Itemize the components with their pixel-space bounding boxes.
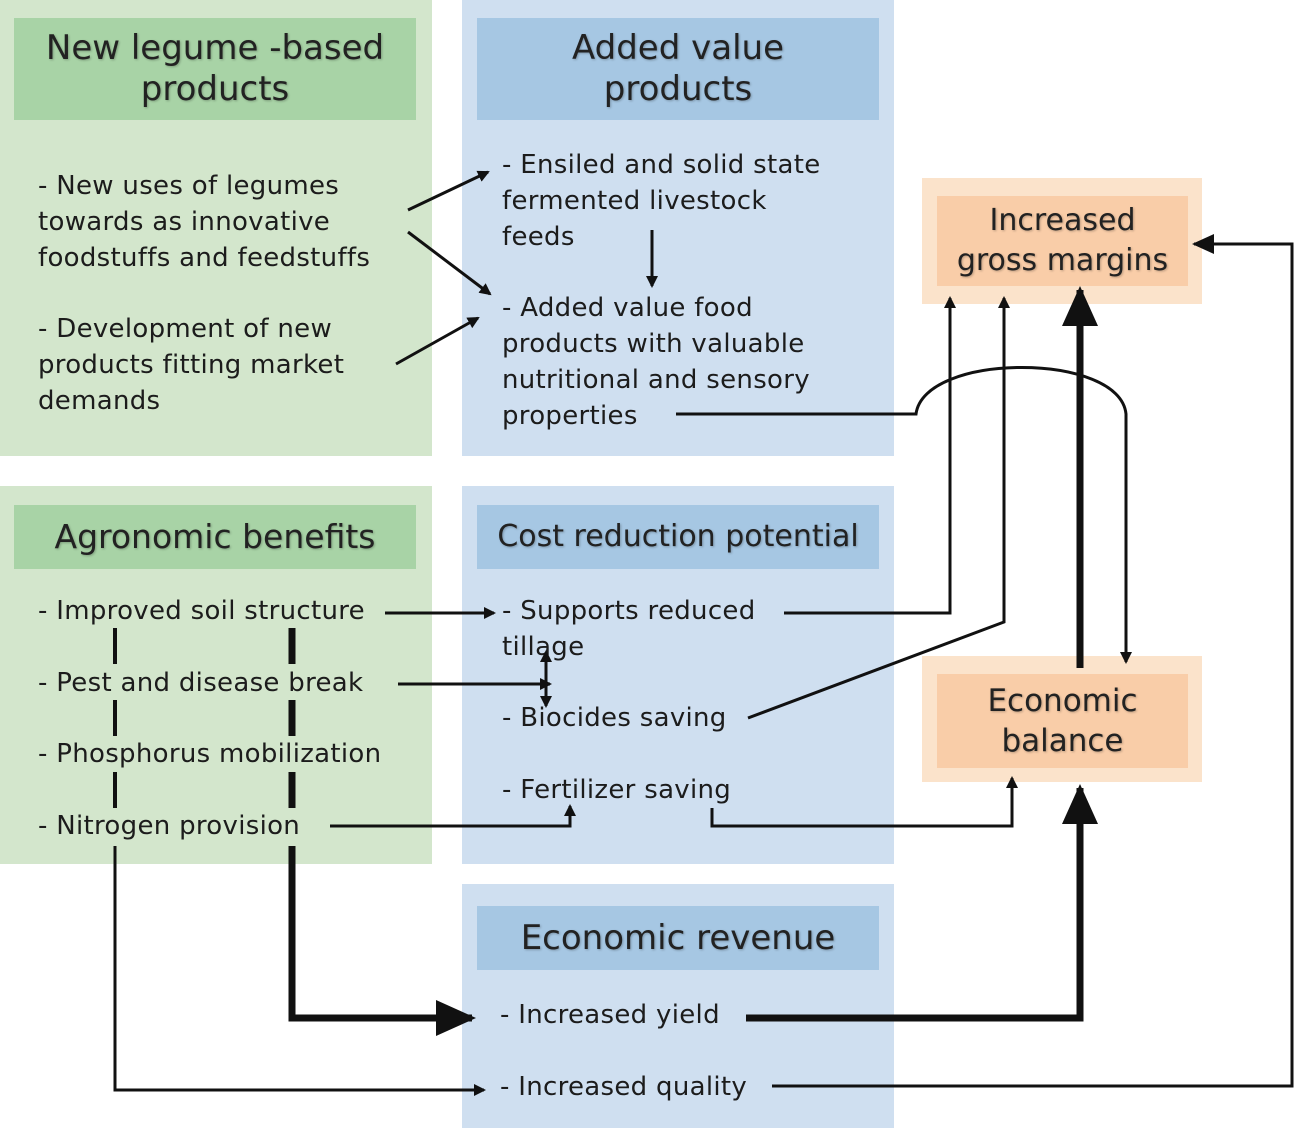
arrow-food-to-economic-balance: [676, 366, 1132, 664]
arrow-quality-to-gross-margins: [772, 234, 1294, 1088]
agronomic-item-nitrogen: - Nitrogen provision: [38, 811, 301, 841]
new-legume-title: New legume -based products: [14, 18, 416, 120]
economic-revenue-title: Economic revenue: [477, 906, 879, 970]
arrow-fertilizer-to-economic-balance: [710, 776, 1018, 828]
arrow-agronomic-to-yield: [288, 846, 476, 1036]
agronomic-title: Agronomic benefits: [14, 505, 416, 569]
arrow-new-uses-to-ensiled: [407, 170, 490, 212]
economic-balance-title: Economic balance: [937, 674, 1188, 768]
added-value-title: Added value products: [477, 18, 879, 120]
arrow-nitrogen-to-fertilizer: [330, 804, 576, 828]
cost-item-fertilizer: - Fertilizer saving: [502, 775, 732, 805]
agronomic-item-pest-disease: - Pest and disease break: [38, 668, 364, 698]
added-value-item-food-products: - Added value food products with valuabl…: [502, 293, 810, 431]
gross-margins-title: Increased gross margins: [937, 196, 1188, 286]
arrow-yield-to-economic-balance: [746, 784, 1098, 1022]
revenue-item-yield: - Increased yield: [500, 1000, 720, 1030]
new-legume-item-new-uses: - New uses of legumes towards as innovat…: [38, 171, 371, 273]
new-legume-item-development: - Development of new products fitting ma…: [38, 314, 345, 416]
cost-reduction-title: Cost reduction potential: [477, 505, 879, 569]
arrow-development-to-food: [395, 316, 480, 366]
arrow-tillage-to-gross-margins: [784, 296, 956, 615]
agronomic-item-soil-structure: - Improved soil structure: [38, 596, 365, 626]
agronomic-item-phosphorus: - Phosphorus mobilization: [38, 739, 382, 769]
added-value-item-ensiled-feeds: - Ensiled and solid state fermented live…: [502, 150, 821, 252]
cost-item-biocides: - Biocides saving: [502, 703, 727, 733]
arrow-agronomic-to-quality: [113, 846, 486, 1096]
revenue-item-quality: - Increased quality: [500, 1072, 748, 1102]
arrow-new-uses-to-food: [407, 230, 492, 296]
arrow-biocides-to-gross-margins: [747, 296, 1010, 720]
